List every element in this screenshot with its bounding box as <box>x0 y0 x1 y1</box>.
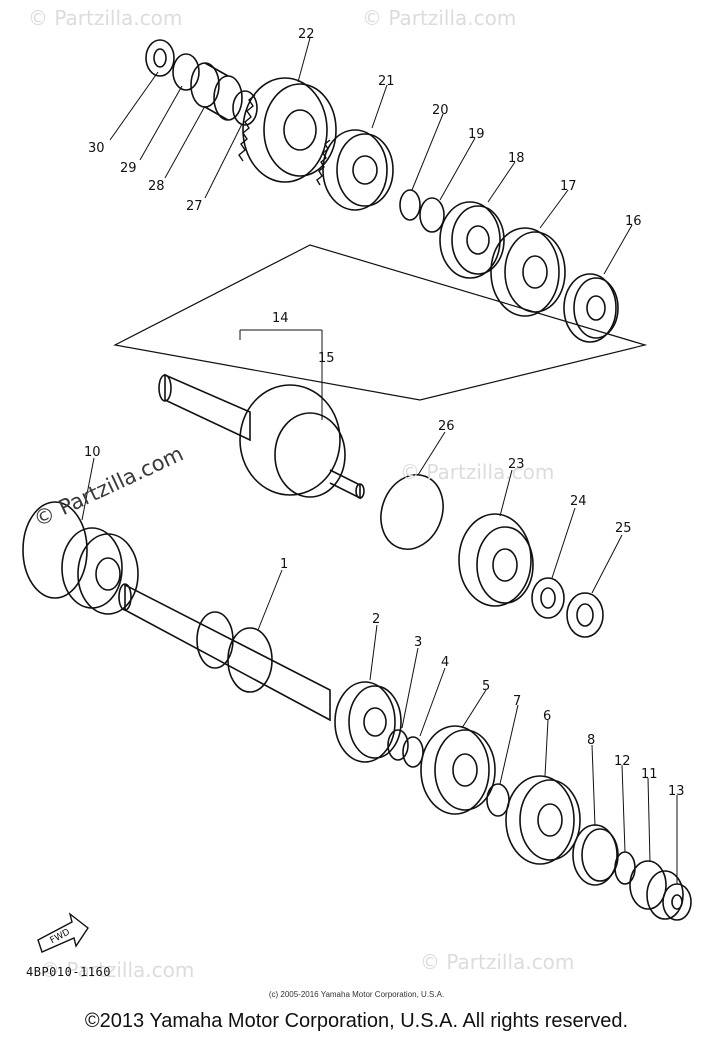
callout-4: 4 <box>441 655 449 670</box>
part-23-gear <box>458 513 534 607</box>
callout-11: 11 <box>641 767 658 782</box>
callout-6: 6 <box>543 709 551 724</box>
part-21-gear <box>316 129 394 211</box>
main-copyright: ©2013 Yamaha Motor Corporation, U.S.A. A… <box>84 1010 629 1032</box>
callout-12: 12 <box>614 754 631 769</box>
part-16-gear <box>563 273 619 343</box>
callout-22: 22 <box>298 27 315 42</box>
callout-1: 1 <box>280 557 288 572</box>
callout-13: 13 <box>668 784 685 799</box>
callout-24: 24 <box>570 494 587 509</box>
part-20-circlip <box>399 189 421 221</box>
callout-16: 16 <box>625 214 642 229</box>
part-22-gear <box>238 77 337 183</box>
part-5-gear <box>420 725 496 815</box>
diagram-code: 4BP010-1160 <box>26 965 111 979</box>
part-26-circlip <box>380 474 444 550</box>
watermark-top-center: © Partzilla.com <box>362 6 517 30</box>
callout-5: 5 <box>482 679 490 694</box>
part-30-oil-seal <box>145 39 175 77</box>
small-copyright: (c) 2005-2016 Yamaha Motor Corporation, … <box>268 990 445 999</box>
part-6-gear <box>505 775 581 865</box>
callout-20: 20 <box>432 103 449 118</box>
part-27-washer <box>232 90 258 126</box>
callout-27: 27 <box>186 199 203 214</box>
part-29-circlip <box>172 53 200 91</box>
part-10-circlip <box>22 501 88 599</box>
watermark-top-left: © Partzilla.com <box>28 6 183 30</box>
callout-8: 8 <box>587 733 595 748</box>
callout-29: 29 <box>120 161 137 176</box>
callout-3: 3 <box>414 635 422 650</box>
callout-10: 10 <box>84 445 101 460</box>
bearing-10 <box>61 527 139 615</box>
part-25-nut <box>566 592 604 638</box>
watermark-bottom-left: © Partzilla.com <box>40 958 195 982</box>
part-7-washer <box>486 783 510 817</box>
part-3-washer <box>387 729 409 761</box>
callout-14: 14 <box>272 311 289 326</box>
part-17-gear <box>490 227 566 317</box>
part-2-gear <box>334 681 402 763</box>
part-1-drive-axle <box>118 583 331 722</box>
part-11-bearing <box>629 860 684 920</box>
part-8-gear <box>572 824 619 886</box>
callout-7: 7 <box>513 694 521 709</box>
part-15-main-axle <box>158 373 365 500</box>
fwd-arrow-icon <box>37 912 89 953</box>
callout-2: 2 <box>372 612 380 627</box>
watermark-bottom-right: © Partzilla.com <box>420 950 575 974</box>
callout-26: 26 <box>438 419 455 434</box>
callout-15: 15 <box>318 351 335 366</box>
callout-19: 19 <box>468 127 485 142</box>
callout-30: 30 <box>88 141 105 156</box>
part-18-gear <box>439 201 505 279</box>
callout-25: 25 <box>615 521 632 536</box>
callout-17: 17 <box>560 179 577 194</box>
watermark-mid: © Partzilla.com <box>400 460 555 484</box>
part-4-circlip <box>402 736 424 768</box>
part-24-lock-washer <box>531 577 565 619</box>
shaft-assembly-outline <box>113 244 648 401</box>
callout-18: 18 <box>508 151 525 166</box>
callout-21: 21 <box>378 74 395 89</box>
callout-28: 28 <box>148 179 165 194</box>
callout-23: 23 <box>508 457 525 472</box>
part-12-circlip <box>614 851 636 885</box>
part-19-washer <box>419 197 445 233</box>
part-13-oil-seal <box>662 883 692 921</box>
